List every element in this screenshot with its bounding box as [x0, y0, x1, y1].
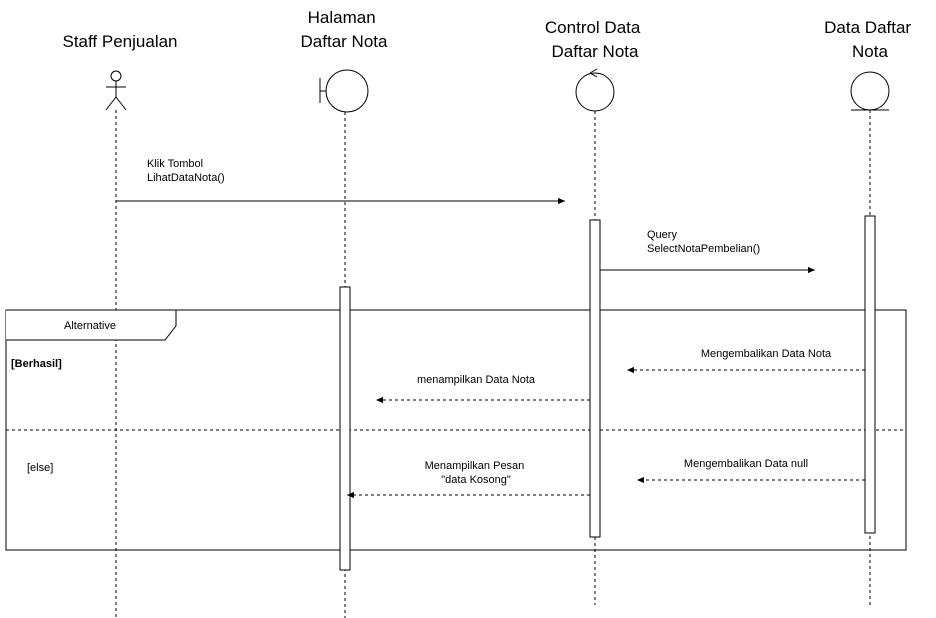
activation-halaman	[339, 286, 351, 571]
boundary-icon	[319, 69, 369, 113]
control-icon	[575, 68, 615, 112]
participant-staff-label: Staff Penjualan	[63, 32, 178, 51]
activation-control	[589, 219, 601, 538]
message-tampilkan-data-nota-label: menampilkan Data Nota	[417, 374, 536, 386]
fragment-operator-label: Alternative	[64, 320, 116, 332]
entity-icon	[850, 71, 890, 111]
alt-fragment: Alternative [Berhasil] [else]	[5, 309, 907, 551]
guard-berhasil-label: [Berhasil]	[11, 358, 62, 370]
message-klik-tombol-label: Klik Tombol LihatDataNota()	[147, 158, 225, 184]
message-query-label: Query SelectNotaPembelian()	[647, 229, 760, 255]
message-kembali-data-nota-label: Mengembalikan Data Nota	[701, 348, 832, 360]
message-kembali-data-null-label: Mengembalikan Data null	[684, 458, 808, 470]
participant-control-label: Control Data Daftar Nota	[545, 18, 645, 61]
message-pesan-kosong-label: Menampilkan Pesan "data Kosong"	[425, 460, 528, 486]
participant-data-label: Data Daftar Nota	[824, 18, 916, 61]
actor-icon	[105, 70, 127, 111]
participant-halaman-label: Halaman Daftar Nota	[301, 8, 388, 51]
activation-data	[864, 215, 876, 534]
guard-else-label: [else]	[27, 462, 53, 474]
